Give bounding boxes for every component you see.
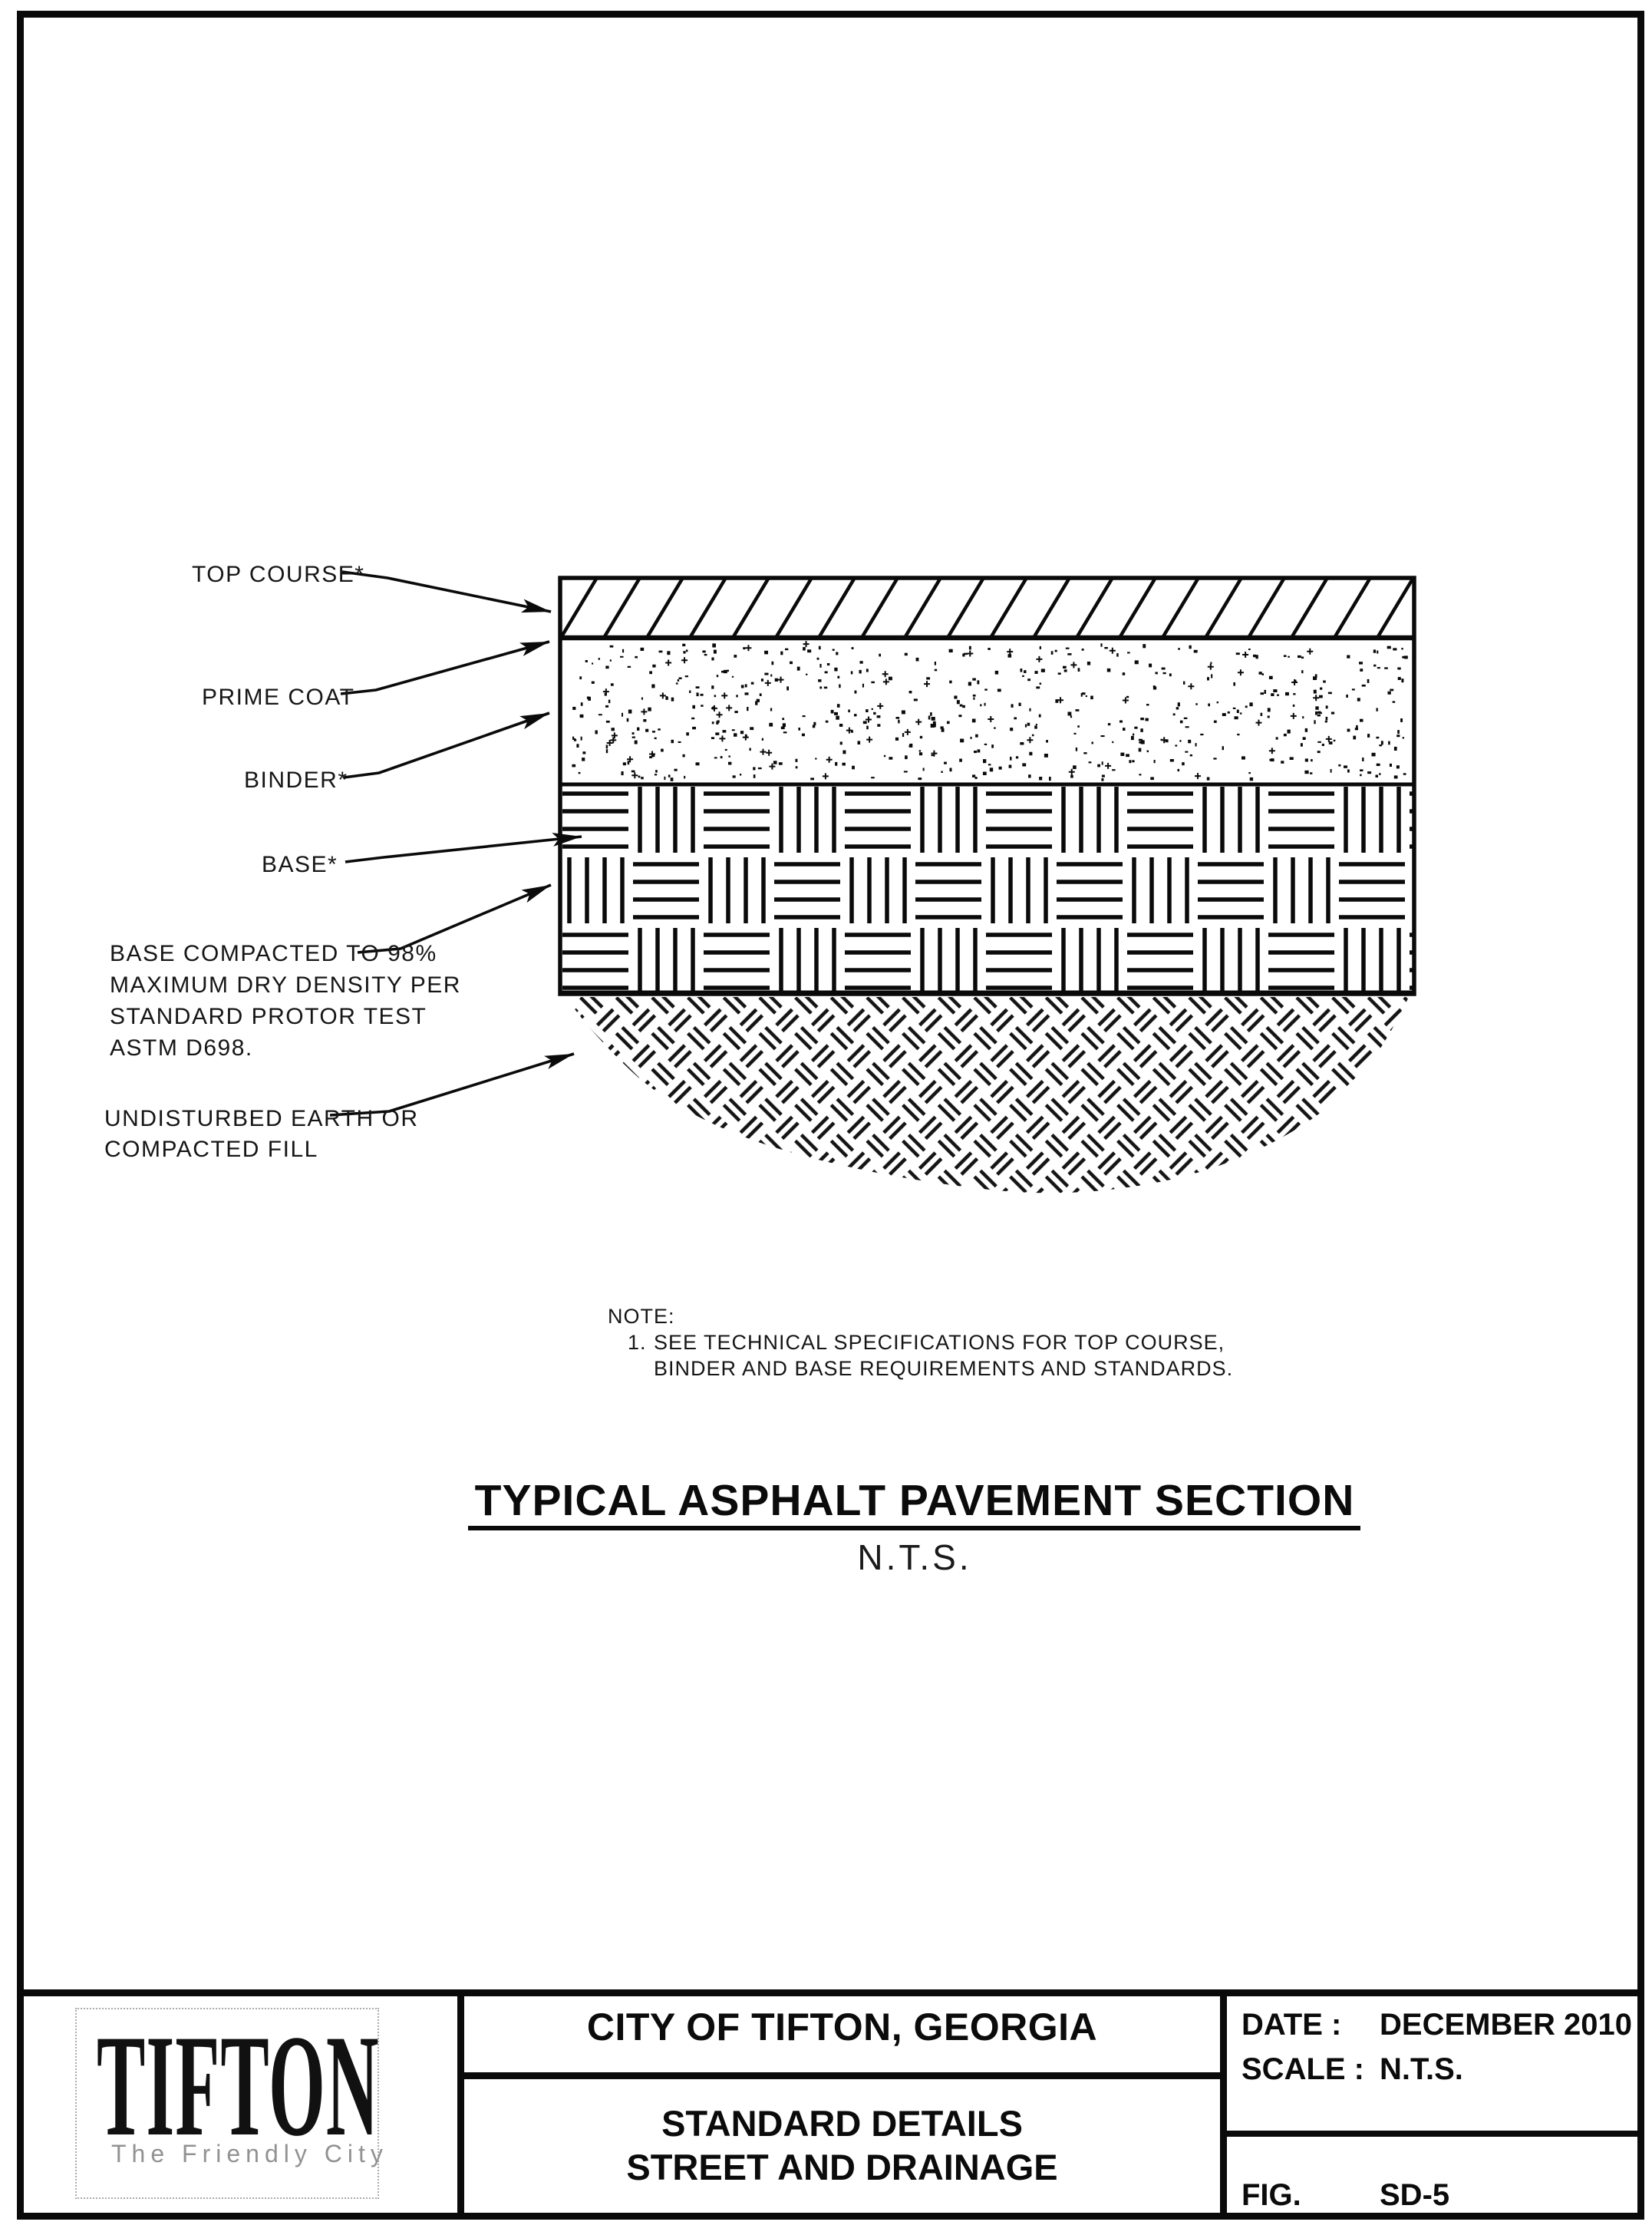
figure-title-underline: [468, 1526, 1360, 1530]
logo-frame: [75, 2008, 379, 2199]
agency-title: CITY OF TIFTON, GEORGIA: [586, 2006, 1098, 2048]
figure-title: TYPICAL ASPHALT PAVEMENT SECTION: [474, 1476, 1355, 1525]
note-block: NOTE: 1. SEE TECHNICAL SPECIFICATIONS FO…: [608, 1303, 1233, 1382]
titleblock-divider-left: [457, 1989, 464, 2213]
prime-coat-label: PRIME COAT: [202, 685, 355, 710]
earth-leader: [329, 1052, 575, 1117]
prime-coat-leader: [340, 640, 550, 695]
note-item-number: 1.: [628, 1331, 647, 1354]
base-label: BASE*: [262, 852, 338, 877]
page-border: [17, 11, 1644, 2220]
pavement-section-figure: [329, 570, 1416, 1193]
tifton-logo-tagline: The Friendly City: [111, 2140, 388, 2167]
sheet-series-title: STANDARD DETAILS STREET AND DRAINAGE: [464, 2101, 1220, 2189]
date-label: DATE :: [1241, 2008, 1342, 2042]
series-line-2: STREET AND DRAINAGE: [626, 2147, 1058, 2187]
earth-label: UNDISTURBED EARTH OR COMPACTED FILL: [104, 1104, 418, 1165]
titleblock-top-line: [17, 1989, 1644, 1996]
tifton-logo: TIFTON: [97, 2006, 380, 2167]
date-value: DECEMBER 2010: [1380, 2008, 1633, 2042]
base-compaction-note: BASE COMPACTED TO 98% MAXIMUM DRY DENSIT…: [110, 938, 461, 1064]
note-line-2: BINDER AND BASE REQUIREMENTS AND STANDAR…: [654, 1357, 1234, 1380]
earth-label-line-1: UNDISTURBED EARTH OR: [104, 1106, 419, 1131]
scale-label: SCALE :: [1241, 2052, 1364, 2086]
titleblock-middle-divider: [464, 2072, 1220, 2079]
fig-value: SD-5: [1380, 2178, 1450, 2212]
top-course-leader: [341, 570, 552, 613]
note-line-1: SEE TECHNICAL SPECIFICATIONS FOR TOP COU…: [654, 1331, 1225, 1354]
titleblock-fig-divider: [1227, 2131, 1637, 2137]
top-course-label: TOP COURSE*: [192, 562, 365, 587]
figure-scale-note: N.T.S.: [857, 1537, 972, 1577]
series-line-1: STANDARD DETAILS: [661, 2103, 1023, 2144]
base-note-line-2: MAXIMUM DRY DENSITY PER: [110, 972, 461, 998]
base-leader: [345, 833, 582, 863]
base-layer: [562, 786, 1414, 992]
titleblock-divider-right: [1220, 1989, 1227, 2213]
binder-layer-stipple: [572, 641, 1408, 781]
scale-value: N.T.S.: [1380, 2052, 1463, 2086]
top-course-layer: [560, 579, 1414, 636]
earth-layer: [566, 997, 1409, 1193]
base-note-line-4: ASTM D698.: [110, 1035, 253, 1061]
binder-label: BINDER*: [244, 768, 348, 793]
earth-label-line-2: COMPACTED FILL: [104, 1137, 318, 1162]
base-compaction-leader: [357, 883, 552, 954]
base-note-line-3: STANDARD PROTOR TEST: [110, 1004, 427, 1029]
fig-label: FIG.: [1241, 2178, 1301, 2212]
note-heading: NOTE:: [608, 1305, 675, 1328]
binder-leader: [343, 711, 550, 779]
base-note-line-1: BASE COMPACTED TO 98%: [110, 941, 437, 966]
